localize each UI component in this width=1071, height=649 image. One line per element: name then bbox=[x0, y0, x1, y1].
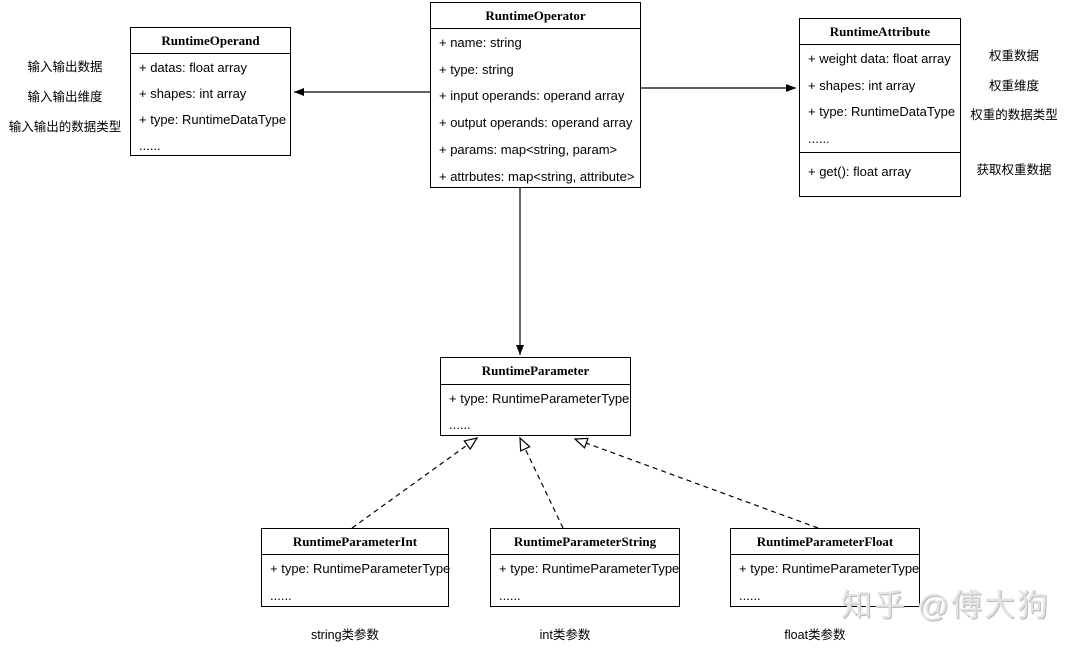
class-attribute-row: + output operands: operand array bbox=[439, 115, 633, 131]
annotation-attribute-get: 获取权重数据 bbox=[976, 163, 1052, 177]
class-attribute-row: + name: string bbox=[439, 34, 522, 50]
class-title: RuntimeParameterFloat bbox=[731, 529, 919, 555]
class-attribute-row: ...... bbox=[499, 588, 521, 603]
class-box-runtime-parameter-int: RuntimeParameterInt + type: RuntimeParam… bbox=[261, 528, 451, 607]
class-box-runtime-parameter: RuntimeParameter + type: RuntimeParamete… bbox=[440, 357, 631, 436]
annotation-operand-datas: 输入输出数据 bbox=[27, 60, 103, 74]
class-attribute-row: ...... bbox=[270, 588, 292, 603]
annotation-attribute-weight-data: 权重数据 bbox=[988, 49, 1039, 63]
class-attribute-row: + type: string bbox=[439, 61, 514, 77]
class-attribute-row: + weight data: float array bbox=[808, 50, 951, 66]
class-attribute-row: ...... bbox=[449, 417, 471, 433]
annotation-operand-shapes: 输入输出维度 bbox=[27, 90, 103, 104]
annotation-parameter-float-kind: float类参数 bbox=[784, 628, 846, 642]
class-attribute-row: + datas: float array bbox=[139, 59, 248, 75]
class-attribute-row: + type: RuntimeParameterType bbox=[449, 390, 630, 406]
annotation-attribute-shapes: 权重维度 bbox=[988, 79, 1039, 93]
class-attribute-row: + type: RuntimeParameterType bbox=[739, 561, 920, 576]
class-attribute-row: ...... bbox=[739, 588, 761, 603]
edge-parameterfloat-inherits-parameter bbox=[573, 437, 819, 529]
zhihu-watermark: 知乎 @傅大狗 bbox=[841, 588, 1051, 623]
class-attribute-row: + type: RuntimeParameterType bbox=[499, 561, 680, 576]
edge-parameterint-inherits-parameter bbox=[351, 437, 479, 529]
class-title: RuntimeParameterInt bbox=[262, 529, 448, 555]
class-box-runtime-parameter-float: RuntimeParameterFloat + type: RuntimePar… bbox=[730, 528, 920, 607]
class-box-runtime-parameter-string: RuntimeParameterString + type: RuntimePa… bbox=[490, 528, 680, 607]
annotation-parameter-int-kind: int类参数 bbox=[539, 628, 591, 642]
class-methods-section: + get(): float array bbox=[800, 152, 960, 185]
class-attribute-row: + params: map<string, param> bbox=[439, 142, 618, 158]
edge-parameterstring-inherits-parameter bbox=[519, 436, 564, 529]
class-attribute-row: + shapes: int array bbox=[139, 85, 247, 101]
class-box-runtime-operator: RuntimeOperator + name: string + type: s… bbox=[430, 2, 641, 188]
annotation-attribute-type: 权重的数据类型 bbox=[970, 108, 1058, 122]
annotation-operand-type: 输入输出的数据类型 bbox=[8, 120, 122, 134]
class-attribute-row: + attrbutes: map<string, attribute> bbox=[439, 168, 635, 184]
class-title: RuntimeOperator bbox=[431, 3, 640, 29]
annotation-parameter-string-kind: string类参数 bbox=[310, 628, 380, 642]
class-attribute-row: + input operands: operand array bbox=[439, 88, 625, 104]
class-attribute-row: + shapes: int array bbox=[808, 77, 916, 93]
class-attribute-row: + type: RuntimeDataType bbox=[139, 111, 287, 127]
class-attribute-row: + type: RuntimeDataType bbox=[808, 104, 956, 120]
class-attribute-row: ...... bbox=[139, 137, 161, 153]
class-title: RuntimeOperand bbox=[131, 28, 290, 54]
class-method-row: + get(): float array bbox=[808, 163, 911, 179]
class-title: RuntimeParameter bbox=[441, 358, 630, 385]
class-attribute-row: ...... bbox=[808, 131, 830, 147]
class-title: RuntimeParameterString bbox=[491, 529, 679, 555]
class-box-runtime-attribute: RuntimeAttribute + weight data: float ar… bbox=[799, 18, 961, 197]
class-title: RuntimeAttribute bbox=[800, 19, 960, 45]
class-attribute-row: + type: RuntimeParameterType bbox=[270, 561, 451, 576]
class-box-runtime-operand: RuntimeOperand + datas: float array + sh… bbox=[130, 27, 291, 156]
